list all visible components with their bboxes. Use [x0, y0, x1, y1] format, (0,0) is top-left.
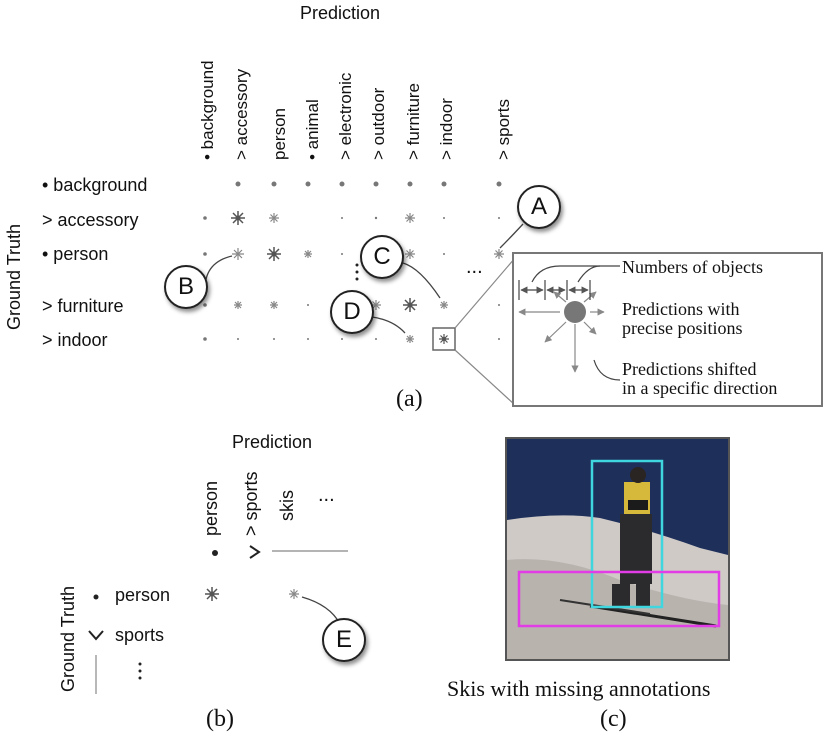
bbox-skis — [517, 570, 721, 628]
star-glyphs — [231, 211, 504, 344]
ground-truth-title-b: Ground Truth — [58, 585, 78, 692]
callout-b: B — [164, 265, 208, 309]
ellipsis-horizontal-a: ... — [466, 256, 483, 278]
ellipsis-b: ... — [318, 484, 335, 506]
legend-box — [512, 252, 823, 407]
caption-b: (b) — [206, 706, 234, 732]
caption-a: (a) — [396, 386, 423, 412]
legend-shifted-line2: in a specific direction — [622, 378, 778, 398]
leader-a — [499, 223, 524, 249]
prediction-title-a: Prediction — [300, 3, 381, 23]
col-label-skis-b: skis — [277, 490, 297, 521]
row-label-sports-b: sports — [115, 625, 165, 645]
row-label-accessory: > accessory — [42, 210, 139, 230]
legend-numbers-of-objects: Numbers of objects — [622, 257, 763, 277]
row-label-person: • person — [42, 244, 109, 264]
callout-d: D — [330, 290, 374, 334]
bbox-person — [590, 459, 664, 609]
leader-b — [204, 255, 233, 288]
callout-c: C — [360, 235, 404, 279]
zoom-source-box — [432, 327, 456, 351]
legend-precise-line2: precise positions — [622, 318, 743, 338]
legend-shifted-line1: Predictions shifted — [622, 359, 757, 379]
row-label-furniture: > furniture — [42, 296, 124, 316]
leader-c — [402, 262, 441, 299]
photo-skis — [505, 437, 730, 661]
col-label-sports-b: > sports — [241, 471, 261, 536]
legend-precise-line1: Predictions with — [622, 299, 740, 319]
caption-c: (c) — [600, 706, 627, 732]
row-label-background: • background — [42, 175, 148, 195]
caption-c-text: Skis with missing annotations — [447, 676, 711, 701]
matrix-glyphs — [203, 181, 502, 341]
callout-e: E — [322, 618, 366, 662]
row-label-person-b: person — [115, 585, 171, 605]
ellipsis-vertical-a — [355, 263, 359, 281]
callout-a: A — [517, 185, 561, 229]
prediction-title-b: Prediction — [232, 432, 313, 452]
leader-d — [371, 316, 406, 334]
legend-dot — [564, 301, 586, 323]
col-label-person-b: person — [201, 480, 221, 536]
row-label-indoor: > indoor — [42, 330, 108, 350]
